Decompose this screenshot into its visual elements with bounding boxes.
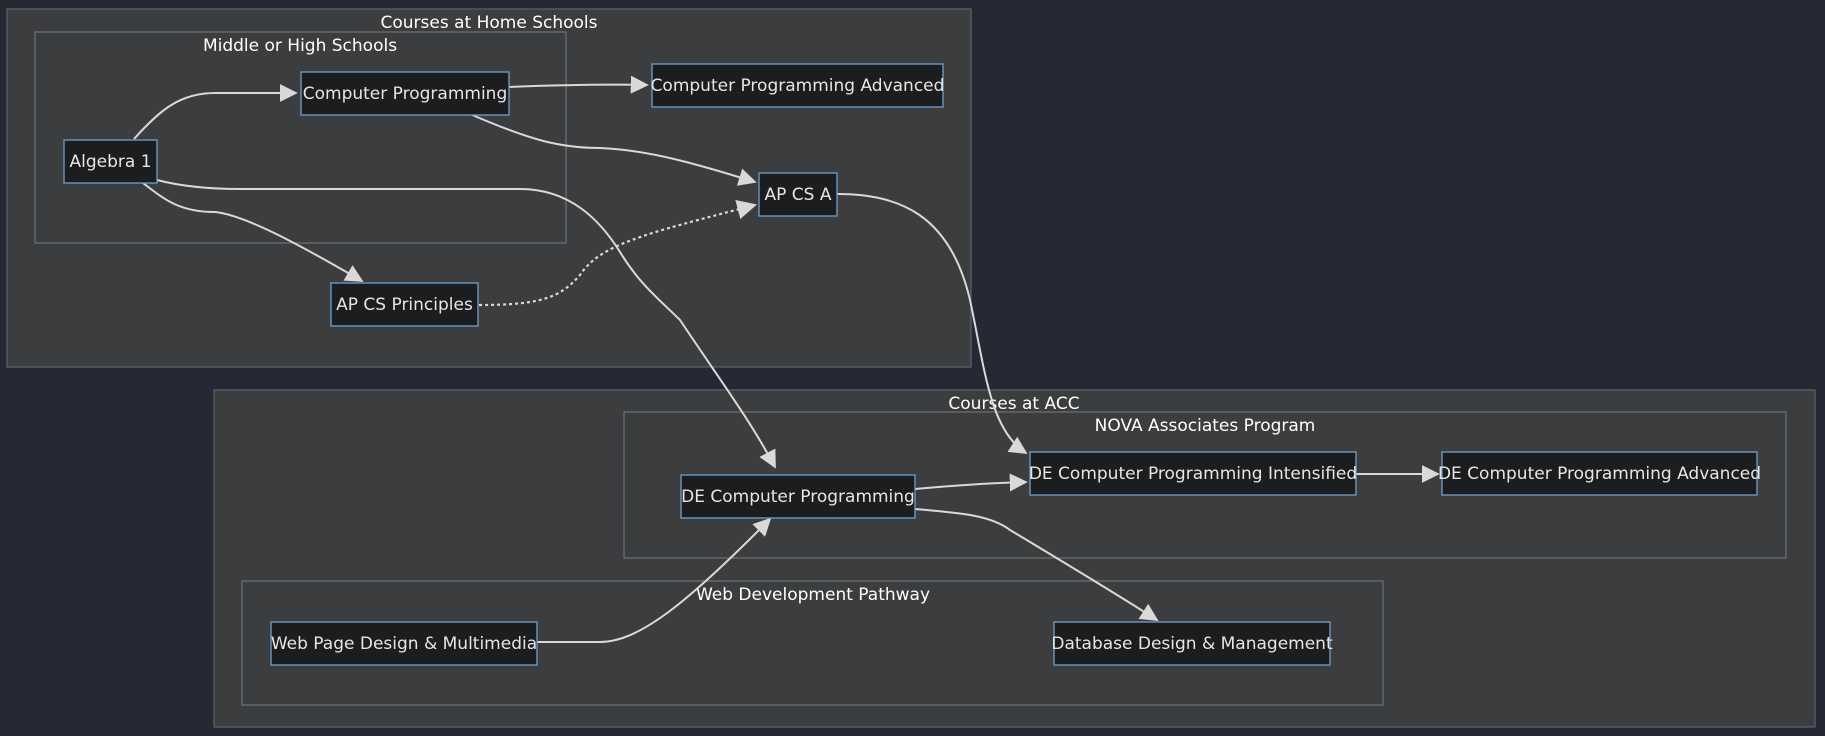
node-de-computer-programming-intensified-label: DE Computer Programming Intensified (1029, 464, 1357, 484)
cluster-web-dev-label: Web Development Pathway (696, 585, 930, 605)
node-algebra-1-label: Algebra 1 (69, 152, 151, 172)
node-de-computer-programming-label: DE Computer Programming (681, 487, 915, 507)
edge-comp-prog-comp-prog-adv (508, 75, 649, 94)
node-de-computer-programming[interactable]: DE Computer Programming (680, 474, 916, 519)
cluster-middle-high: Middle or High Schools (34, 31, 567, 244)
edge-algebra1-de-comp-prog (156, 179, 776, 469)
node-de-computer-programming-advanced[interactable]: DE Computer Programming Advanced (1438, 451, 1761, 496)
node-ap-cs-principles-label: AP CS Principles (336, 295, 473, 315)
node-ap-cs-a[interactable]: AP CS A (758, 172, 838, 217)
edge-comp-prog-apcsa (469, 113, 757, 186)
node-computer-programming-advanced[interactable]: Computer Programming Advanced (651, 63, 945, 108)
node-de-computer-programming-intensified[interactable]: DE Computer Programming Intensified (1029, 451, 1357, 496)
node-database-design-label: Database Design & Management (1051, 634, 1333, 654)
cluster-middle-high-label: Middle or High Schools (203, 36, 397, 56)
cluster-home-schools-label: Courses at Home Schools (381, 13, 598, 33)
cluster-web-dev: Web Development Pathway (241, 580, 1384, 706)
edge-algebra1-apcsp (142, 182, 364, 282)
node-algebra-1[interactable]: Algebra 1 (63, 139, 158, 184)
node-de-computer-programming-advanced-label: DE Computer Programming Advanced (1438, 464, 1761, 484)
node-database-design[interactable]: Database Design & Management (1051, 621, 1333, 666)
edge-de-comp-prog-db-design (914, 508, 1159, 621)
cluster-nova: NOVA Associates Program (623, 411, 1787, 559)
edge-algebra1-comp-prog (133, 84, 298, 140)
node-web-page-design[interactable]: Web Page Design & Multimedia (270, 621, 538, 666)
edge-de-comp-prog-de-comp-prog-int (914, 473, 1028, 492)
node-ap-cs-a-label: AP CS A (765, 185, 832, 205)
node-web-page-design-label: Web Page Design & Multimedia (271, 634, 537, 654)
edge-apcsp-apcsa (478, 199, 757, 307)
node-computer-programming[interactable]: Computer Programming (300, 71, 510, 116)
node-computer-programming-advanced-label: Computer Programming Advanced (651, 76, 945, 96)
edge-web-design-de-comp-prog (537, 517, 772, 643)
node-ap-cs-principles[interactable]: AP CS Principles (330, 282, 479, 327)
edge-apcsa-de-comp-prog-int (836, 193, 1028, 454)
cluster-acc-label: Courses at ACC (948, 394, 1079, 414)
cluster-nova-label: NOVA Associates Program (1095, 416, 1316, 436)
node-computer-programming-label: Computer Programming (303, 84, 508, 104)
